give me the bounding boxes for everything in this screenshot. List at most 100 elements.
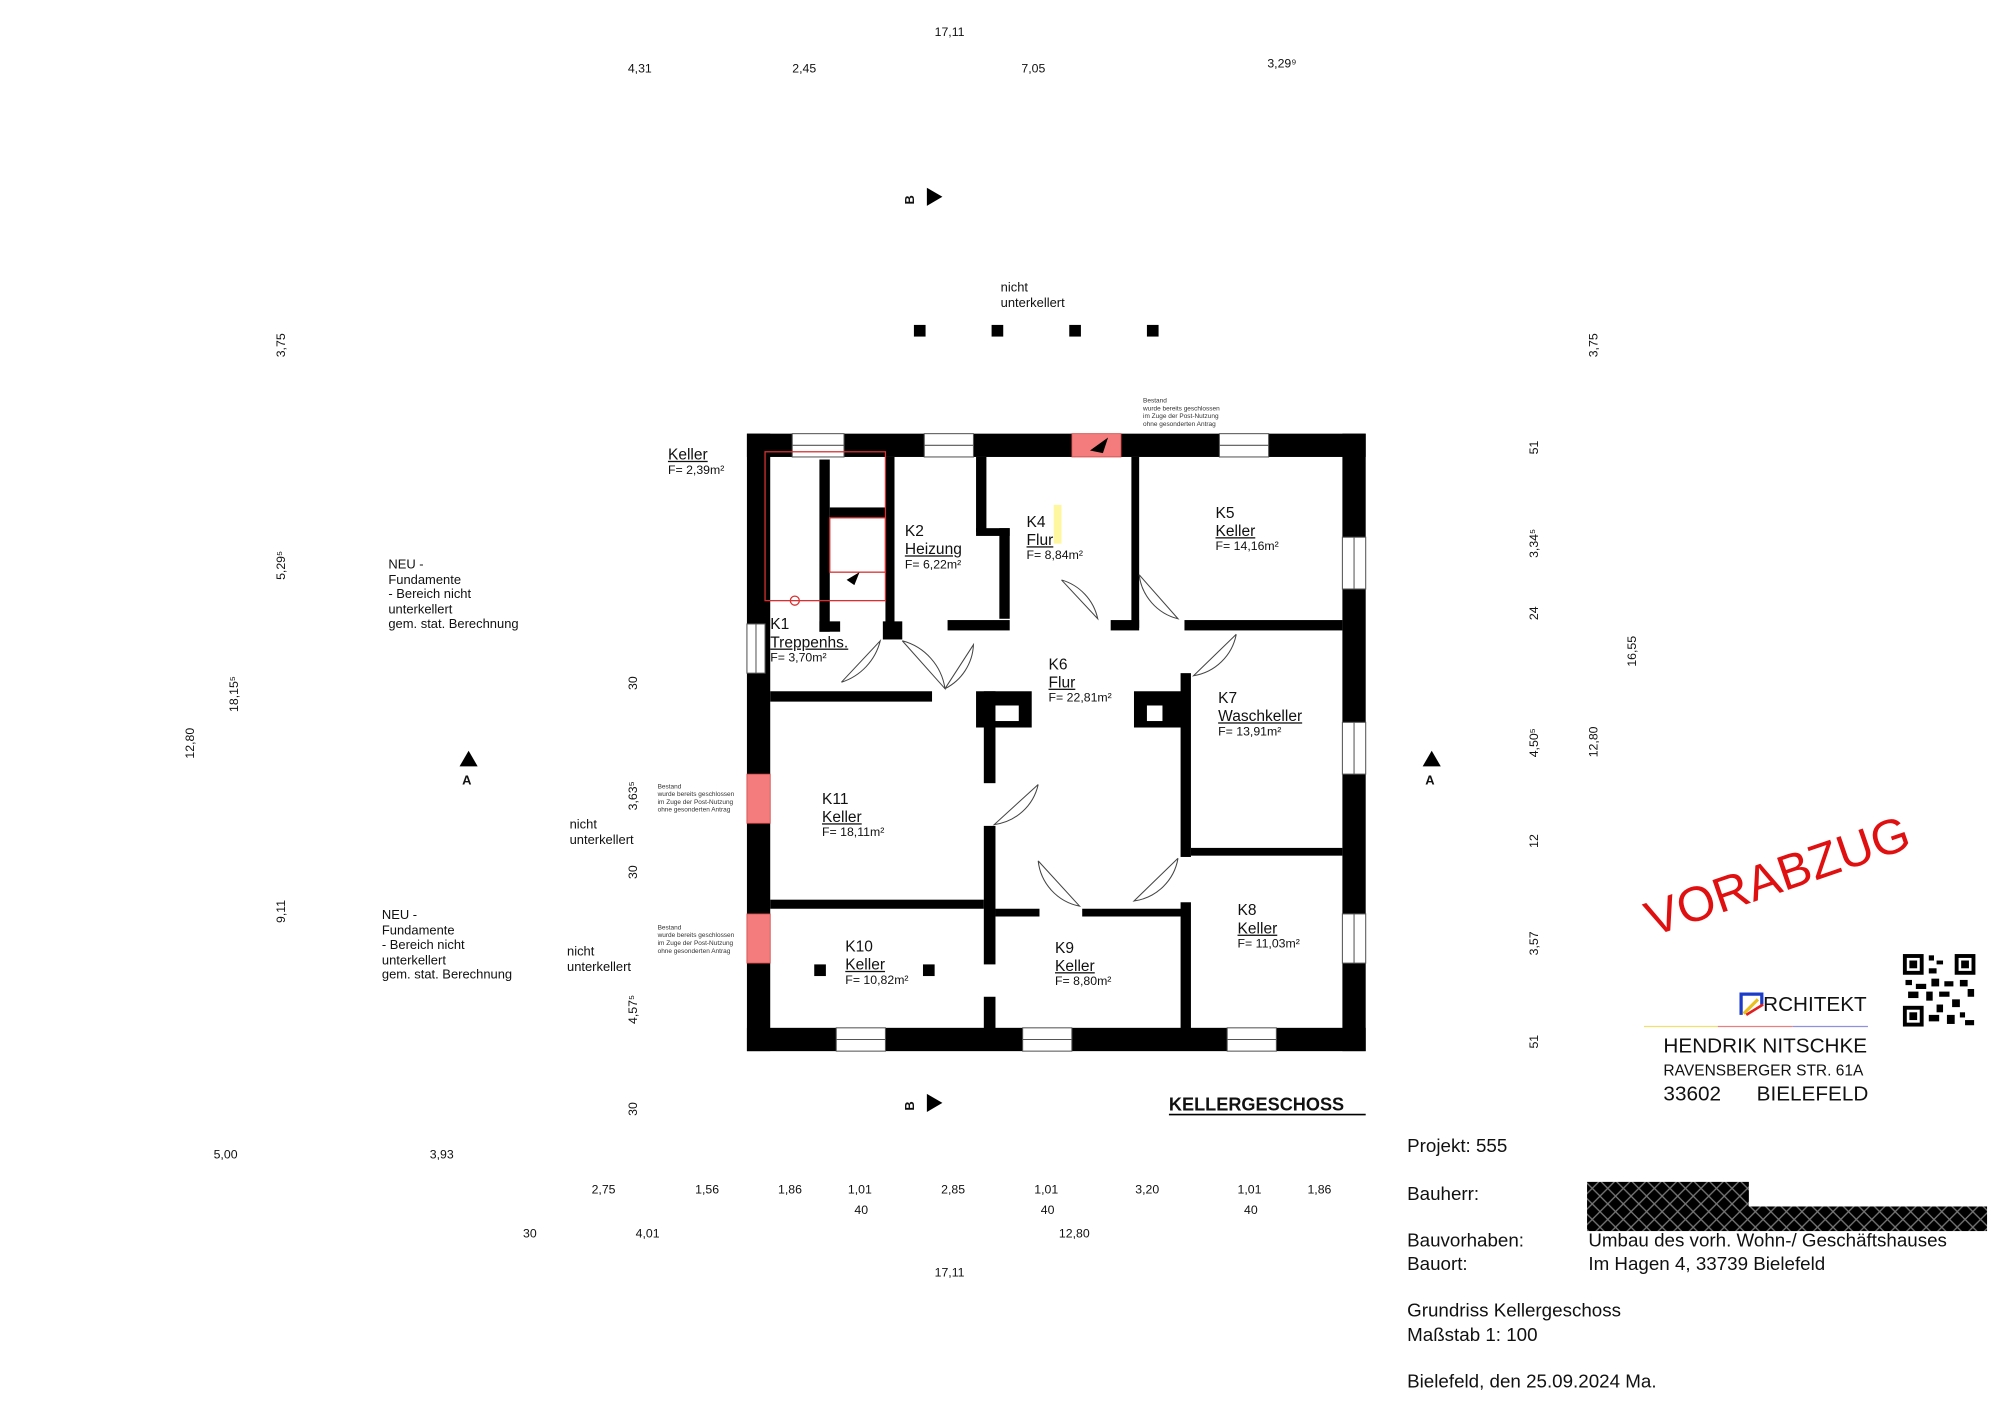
section-mark-b-bottom: B: [903, 1101, 918, 1111]
room-id: K10: [845, 937, 873, 956]
room-name: Keller: [822, 807, 862, 826]
dim-bottom: 1,01: [1237, 1183, 1262, 1198]
client-label: Bauherr:: [1407, 1184, 1480, 1206]
architect-logo-mark: [1739, 992, 1764, 1016]
dim-bottom: 3,93: [429, 1148, 454, 1163]
dim-left: 12,80: [183, 727, 199, 759]
dim-top-total: 17,11: [934, 25, 965, 41]
dim-top: 4,31: [627, 62, 652, 77]
stair-arrow: [846, 572, 860, 586]
dim-left-inner: 3,63⁵: [626, 781, 641, 811]
dim-left: 18,15⁵: [227, 676, 243, 712]
site-label: Bauort:: [1407, 1254, 1468, 1276]
dim-left: 3,75: [274, 333, 289, 358]
redacted-client-2: [1587, 1206, 1988, 1232]
dim-right-inner: 51: [1527, 440, 1542, 455]
dim-bottom: 1,01: [847, 1183, 872, 1198]
plan-title: KELLERGESCHOSS: [1168, 1093, 1345, 1115]
dim-bottom-parapet: 40: [1040, 1203, 1055, 1219]
dim-bottom: 1,56: [695, 1183, 720, 1198]
project-label: Bauvorhaben:: [1407, 1231, 1525, 1252]
room-area: F= 18,11m²: [822, 825, 885, 840]
room-area: F= 2,39m²: [667, 463, 725, 478]
dim-bottom: 1,86: [1307, 1183, 1332, 1198]
dim-bottom: 12,80: [1058, 1227, 1090, 1242]
dim-left: 5,29⁵: [274, 550, 289, 580]
project-description: Umbau des vorh. Wohn-/ Geschäftshauses: [1588, 1231, 1947, 1252]
room-name: Keller: [845, 955, 886, 974]
architect-name: HENDRIK NITSCHKE: [1663, 1035, 1868, 1058]
stair-start-circle: [789, 595, 801, 606]
dim-top: 2,45: [792, 62, 817, 77]
room-area: F= 22,81m²: [1048, 690, 1112, 705]
dim-bottom-total: 17,11: [934, 1266, 965, 1281]
room-area: F= 3,70m²: [770, 650, 827, 665]
section-arrows: [459, 187, 1441, 1112]
dim-bottom: 4,01: [635, 1227, 660, 1242]
room-area: F= 8,80m²: [1055, 974, 1112, 989]
room-id: K7: [1218, 688, 1238, 707]
room-name: Flur: [1048, 672, 1076, 692]
project-number: Projekt: 555: [1407, 1136, 1508, 1158]
room-name: Keller: [667, 445, 708, 464]
dim-bottom: 3,20: [1135, 1183, 1160, 1198]
dim-left-inner: 30: [626, 676, 641, 690]
redacted-client: [1587, 1181, 1749, 1208]
dim-left-inner: 30: [626, 1102, 641, 1116]
room-area: F= 11,03m²: [1237, 936, 1300, 951]
drawing-name: Grundriss Kellergeschoss: [1407, 1300, 1621, 1322]
room-id: K8: [1237, 900, 1257, 920]
room-area: F= 8,84m²: [1026, 548, 1083, 563]
architect-logo-text: RCHITEKT: [1763, 994, 1867, 1017]
dim-bottom: 2,85: [941, 1183, 966, 1198]
dim-right-inner: 3,34⁵: [1527, 528, 1542, 558]
dim-right-inner: 51: [1527, 1034, 1542, 1049]
dim-right-inner: 24: [1527, 606, 1542, 621]
room-name: Treppenhs.: [770, 632, 849, 651]
site-address: Im Hagen 4, 33739 Bielefeld: [1588, 1254, 1826, 1276]
closed-openings: [746, 433, 1122, 964]
room-area: F= 10,82m²: [845, 972, 909, 988]
room-name: Keller: [1055, 956, 1095, 975]
room-name: Keller: [1237, 918, 1278, 937]
dim-bottom-parapet: 40: [1244, 1203, 1258, 1219]
room-id: K6: [1048, 655, 1068, 674]
drawing-scale: Maßstab 1: 100: [1407, 1325, 1538, 1347]
dim-right: 12,80: [1587, 726, 1602, 758]
room-name: Flur: [1026, 530, 1054, 549]
dim-bottom: 1,86: [777, 1183, 802, 1198]
stair-outline: [764, 451, 887, 602]
dim-bottom: 30: [522, 1227, 537, 1242]
drawing-date: Bielefeld, den 25.09.2024 Ma.: [1407, 1372, 1657, 1393]
architect-city: BIELEFELD: [1756, 1083, 1869, 1106]
interior-walls: [770, 456, 1343, 1030]
dim-top: 3,29⁹: [1267, 56, 1297, 72]
dim-bottom: 1,01: [1034, 1183, 1059, 1198]
room-area: F= 14,16m²: [1215, 539, 1279, 554]
dim-left-inner: 4,57⁵: [626, 994, 641, 1024]
room-id: K2: [904, 521, 924, 540]
room-name: Waschkeller: [1218, 706, 1303, 725]
qr-code: [1902, 954, 1976, 1027]
pillars-unexcavated: [913, 324, 1159, 337]
architect-zip: 33602: [1663, 1083, 1722, 1106]
section-mark-b-top: B: [903, 195, 918, 205]
room-id: K4: [1026, 512, 1046, 531]
architect-street: RAVENSBERGER STR. 61A: [1663, 1061, 1864, 1080]
room-name: Heizung: [904, 539, 962, 558]
room-area: F= 6,22m²: [904, 557, 962, 572]
